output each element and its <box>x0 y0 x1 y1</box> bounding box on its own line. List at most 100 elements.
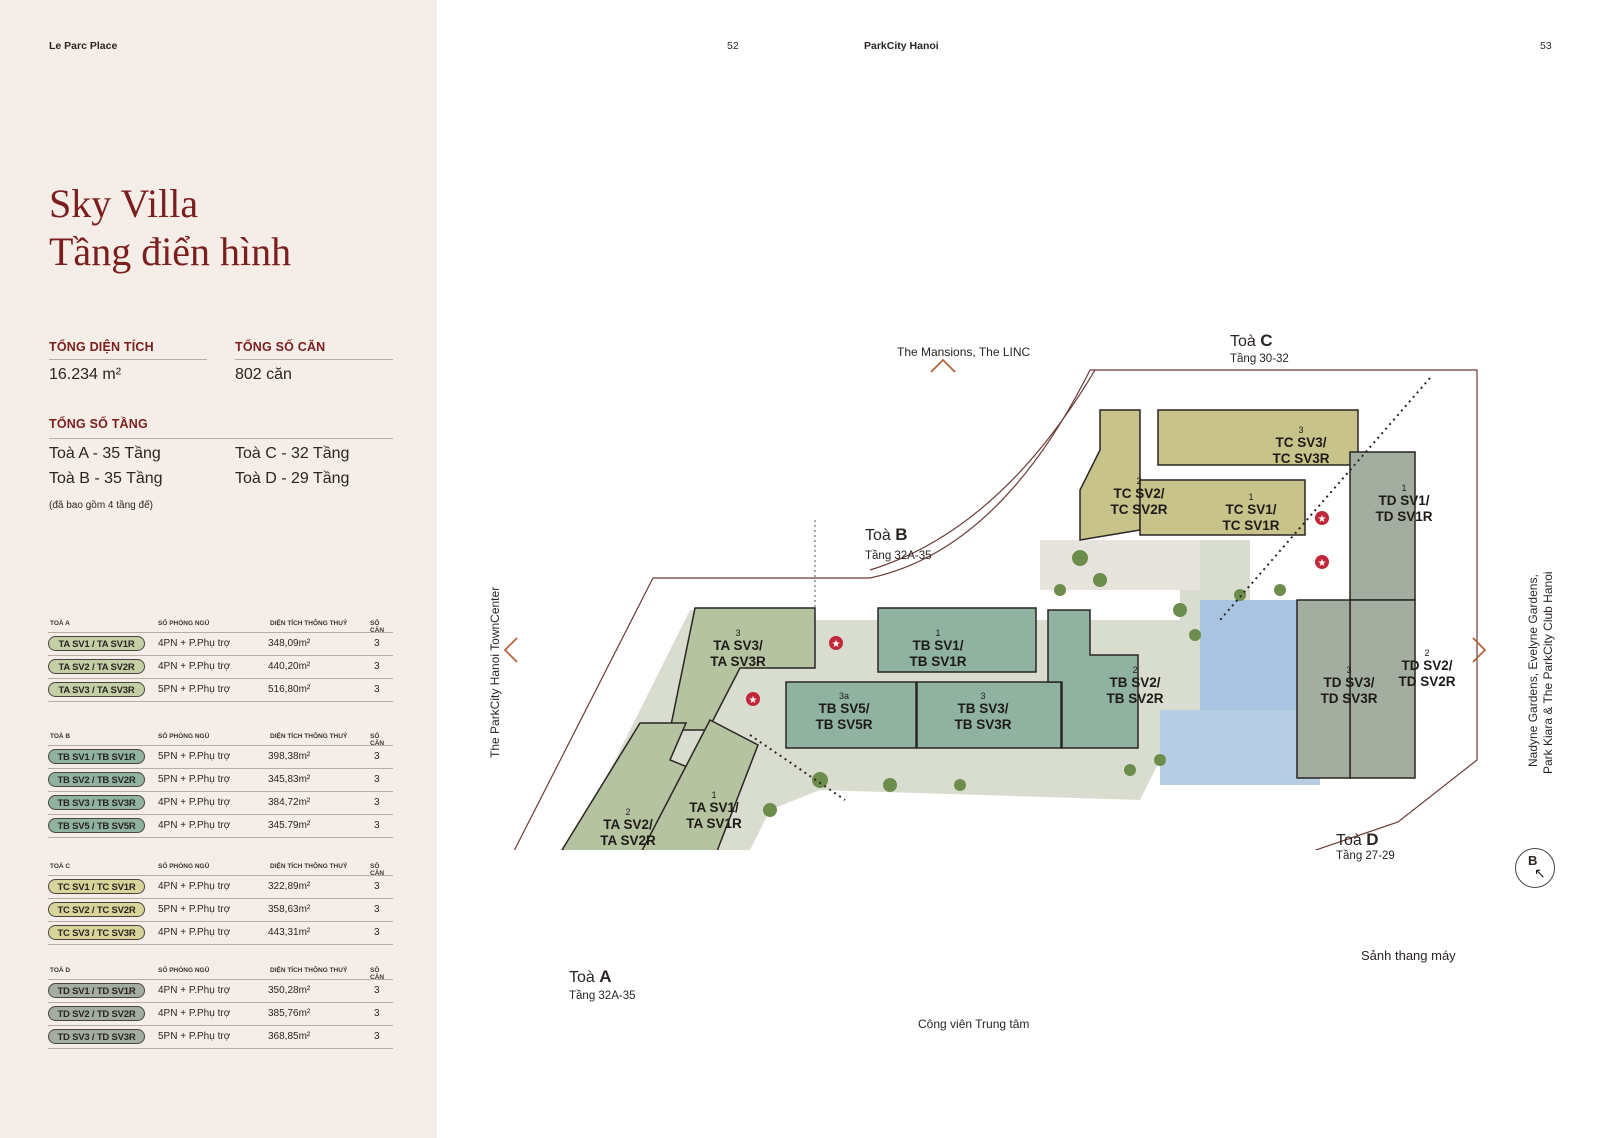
unit-label-l2: TB SV2R <box>1106 691 1164 706</box>
elevator-star-icon: ★ <box>1315 555 1329 569</box>
divider <box>235 359 393 360</box>
column-header: TOÀ B <box>50 733 71 740</box>
area-cell: 398,38m² <box>268 751 311 762</box>
unit-type-pill: TC SV3 / TC SV3R <box>48 925 145 940</box>
column-header: SỐ PHÒNG NGỦ <box>158 620 210 627</box>
unit-tc-sv3 <box>1157 409 1359 466</box>
title-line-2: Tầng điển hình <box>49 229 292 274</box>
count-cell: 3 <box>374 820 380 831</box>
unit-label-l1: TA SV3/ <box>713 638 763 653</box>
elevator-star-icon: ★ <box>829 636 843 650</box>
right-direction-label-2: Park Kiara & The ParkCity Club Hanoi <box>1541 571 1555 774</box>
rooms-cell: 4PN + P.Phụ trợ <box>158 797 231 808</box>
right-brand: ParkCity Hanoi <box>864 40 939 52</box>
count-cell: 3 <box>374 797 380 808</box>
area-cell: 368,85m² <box>268 1031 311 1042</box>
unit-label-l2: TA SV2R <box>600 833 656 848</box>
svg-text:★: ★ <box>832 639 841 650</box>
elevator-star-icon: ★ <box>746 692 760 706</box>
column-header: DIỆN TÍCH THÔNG THUỶ <box>270 863 348 870</box>
unit-tb-sv2 <box>1047 609 1139 749</box>
compass-letter: B <box>1528 853 1538 868</box>
rooms-cell: 5PN + P.Phụ trợ <box>158 684 231 695</box>
unit-label-l1: TB SV1/ <box>912 638 964 653</box>
unit-type-pill: TA SV3 / TA SV3R <box>48 682 145 697</box>
north-arrow-icon: ↖ <box>1534 865 1546 881</box>
count-cell: 3 <box>374 751 380 762</box>
unit-label-l1: TB SV2/ <box>1109 675 1161 690</box>
unit-label-l2: TD SV1R <box>1375 509 1433 524</box>
unit-label-num: 1 <box>711 790 717 800</box>
column-header: SỐ PHÒNG NGỦ <box>158 967 210 974</box>
table-row: TB SV1 / TB SV1R 5PN + P.Phụ trợ 398,38m² 3 <box>48 745 393 769</box>
unit-type-pill: TA SV2 / TA SV2R <box>48 659 145 674</box>
rooms-cell: 5PN + P.Phụ trợ <box>158 904 231 915</box>
rooms-cell: 4PN + P.Phụ trợ <box>158 638 231 649</box>
count-cell: 3 <box>374 1031 380 1042</box>
unit-type-pill: TA SV1 / TA SV1R <box>48 636 145 651</box>
column-header: DIỆN TÍCH THÔNG THUỶ <box>270 733 348 740</box>
unit-label-l2: TC SV3R <box>1272 451 1330 466</box>
count-cell: 3 <box>374 638 380 649</box>
left-direction-label: The ParkCity Hanoi TownCenter <box>488 586 502 758</box>
rooms-cell: 4PN + P.Phụ trợ <box>158 820 231 831</box>
unit-label-num: 3 <box>980 691 986 701</box>
rooms-cell: 5PN + P.Phụ trợ <box>158 751 231 762</box>
unit-label-l2: TC SV2R <box>1110 502 1168 517</box>
left-page-number: 52 <box>727 40 739 52</box>
unit-type-pill: TC SV2 / TC SV2R <box>48 902 145 917</box>
unit-ta-sv1 <box>641 718 759 850</box>
count-cell: 3 <box>374 881 380 892</box>
plaza <box>1040 540 1200 590</box>
column-header: DIỆN TÍCH THÔNG THUỶ <box>270 967 348 974</box>
elevator-star-icon: ★ <box>1315 511 1329 525</box>
total-floors-label: TỔNG SỐ TẦNG <box>49 417 148 431</box>
unit-type-pill: TB SV3 / TB SV3R <box>48 795 145 810</box>
total-area-label: TỔNG DIỆN TÍCH <box>49 340 154 354</box>
tower-d-floors: Tầng 27-29 <box>1336 850 1395 862</box>
unit-label-l1: TD SV3/ <box>1323 675 1375 690</box>
total-area-value: 16.234 m² <box>49 366 122 383</box>
unit-type-pill: TD SV2 / TD SV2R <box>48 1006 145 1021</box>
count-cell: 3 <box>374 927 380 938</box>
total-units-value: 802 căn <box>235 366 292 383</box>
rooms-cell: 4PN + P.Phụ trợ <box>158 1008 231 1019</box>
chevron-up-icon <box>930 358 956 373</box>
tower-a-label: Toà A <box>569 967 612 986</box>
unit-label-l2: TA SV3R <box>710 654 766 669</box>
floors-tower-a: Toà A - 35 Tầng <box>49 445 161 462</box>
unit-type-pill: TD SV1 / TD SV1R <box>48 983 145 998</box>
unit-type-pill: TB SV1 / TB SV1R <box>48 749 145 764</box>
tower-a-floors: Tầng 32A-35 <box>569 990 636 1002</box>
column-header: TOÀ A <box>50 620 70 627</box>
column-header: DIỆN TÍCH THÔNG THUỶ <box>270 620 348 627</box>
unit-label-num: 3 <box>1298 425 1304 435</box>
svg-text:★: ★ <box>749 695 758 706</box>
dotted-line <box>749 734 846 801</box>
right-page-number: 53 <box>1540 40 1552 52</box>
svg-text:★: ★ <box>1318 514 1327 525</box>
unit-tc-sv1 <box>1139 479 1306 536</box>
unit-label-num: 2 <box>1136 476 1142 486</box>
floors-tower-c: Toà C - 32 Tầng <box>235 445 350 462</box>
unit-label-l2: TA SV1R <box>686 816 742 831</box>
tower-b-label: Toà B <box>865 525 908 544</box>
unit-label-l1: TA SV2/ <box>603 817 653 832</box>
unit-type-pill: TB SV2 / TB SV2R <box>48 772 145 787</box>
